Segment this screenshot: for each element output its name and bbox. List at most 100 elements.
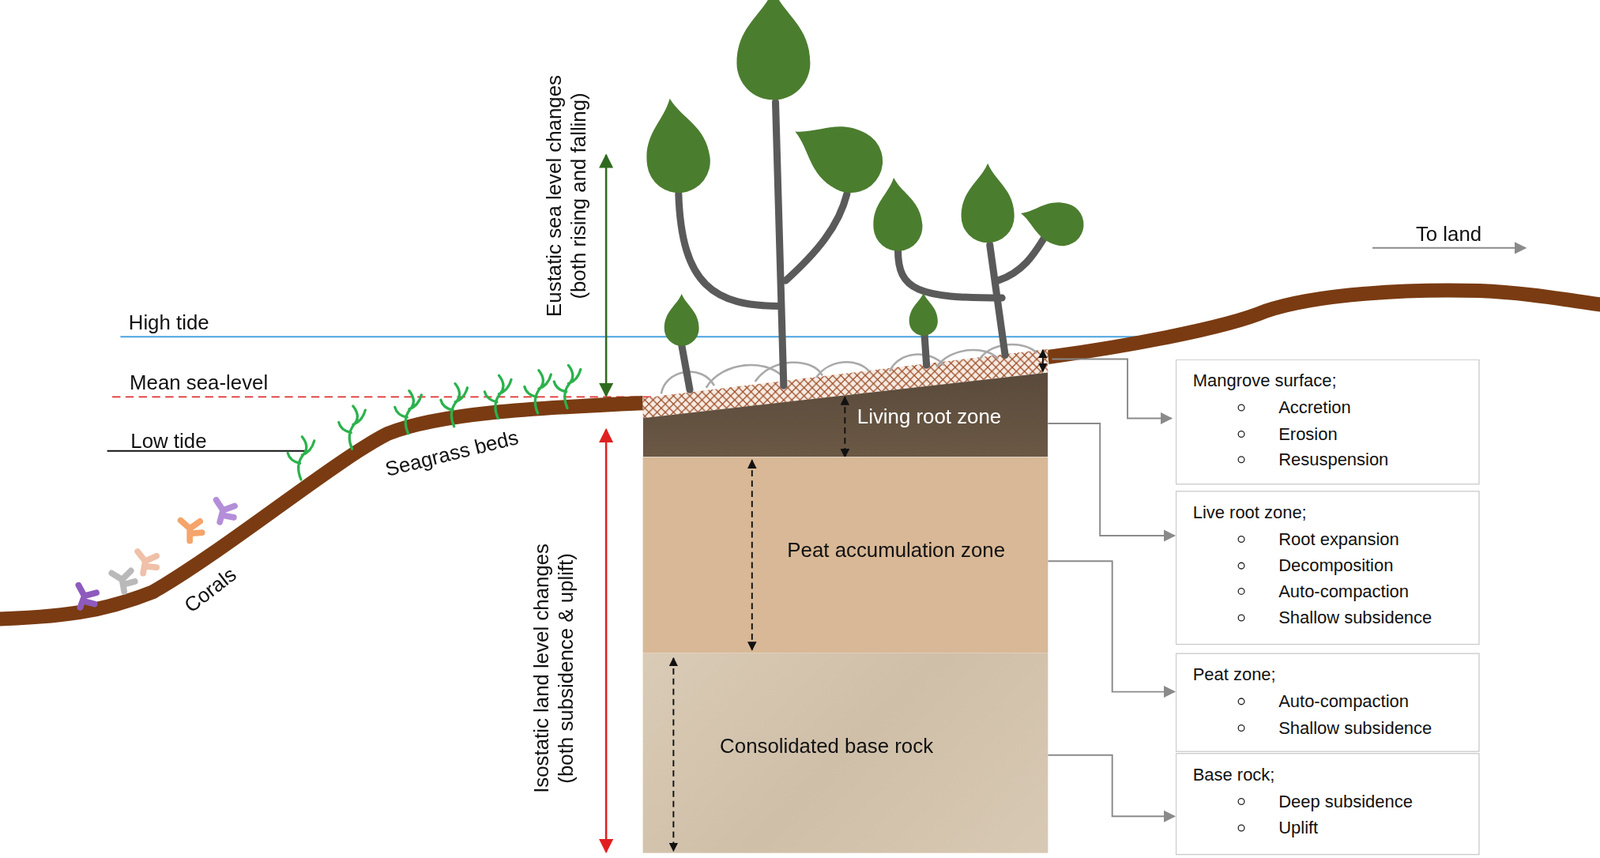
illustration-path bbox=[553, 365, 581, 408]
axis-label: Isostatic land level changes (both subsi… bbox=[528, 517, 578, 819]
leader-arrow bbox=[1047, 755, 1175, 817]
illustration-path bbox=[909, 293, 938, 336]
zone-label: Peat accumulation zone bbox=[786, 538, 1006, 562]
process-box: Peat zone;Auto-compactionShallow subside… bbox=[1175, 653, 1480, 753]
list-item: Uplift bbox=[1193, 814, 1469, 841]
box-heading: Live root zone; bbox=[1193, 500, 1469, 528]
illustration-path bbox=[961, 163, 1015, 244]
illustration-g bbox=[638, 0, 1089, 395]
item-text: Erosion bbox=[1278, 424, 1337, 445]
illustration-line bbox=[112, 395, 653, 398]
list-item: Accretion bbox=[1193, 395, 1469, 422]
tide-label: Low tide bbox=[130, 428, 207, 453]
illustration-path bbox=[755, 362, 823, 382]
process-box: Live root zone; Root expansionDecompositi… bbox=[1175, 490, 1480, 645]
zone-label: Living root zone bbox=[857, 404, 1002, 429]
item-text: Live root zone; bbox=[1193, 503, 1307, 524]
illustration-path bbox=[736, 0, 810, 101]
illustration-path bbox=[484, 375, 512, 418]
illustration-path bbox=[1015, 192, 1089, 251]
illustration-path bbox=[780, 103, 895, 204]
illustration-path bbox=[210, 500, 238, 526]
illustration-path bbox=[889, 354, 944, 373]
peat-band: Peat accumulation zone bbox=[643, 457, 1049, 654]
item-text: Shallow subsidence bbox=[1278, 608, 1432, 629]
illustration-path bbox=[997, 230, 1050, 281]
dimension-arrow-line bbox=[751, 459, 753, 650]
item-text: Shallow subsidence bbox=[1278, 718, 1432, 738]
box-heading: Peat zone; bbox=[1193, 662, 1469, 689]
illustration-path bbox=[111, 569, 136, 594]
process-box: Mangrove surface; AccretionErosionResuspe… bbox=[1175, 359, 1480, 486]
illustration-polyline bbox=[1051, 359, 1171, 419]
item-text: Resuspension bbox=[1278, 450, 1389, 471]
bullet-marker bbox=[1238, 697, 1246, 705]
list-item: Root expansion bbox=[1193, 526, 1469, 553]
illustration-path bbox=[897, 249, 1002, 298]
illustration-path bbox=[785, 193, 847, 281]
item-text: Auto-compaction bbox=[1278, 582, 1409, 603]
bullet-marker bbox=[1238, 561, 1246, 569]
illustration-path bbox=[638, 94, 715, 197]
illustration-line bbox=[1042, 350, 1044, 372]
bullet-marker bbox=[1238, 587, 1246, 595]
illustration-path bbox=[1047, 290, 1600, 358]
list-item: Erosion bbox=[1193, 421, 1469, 448]
item-text: Accretion bbox=[1278, 398, 1352, 418]
illustration-path bbox=[924, 335, 927, 366]
item-text: Auto-compaction bbox=[1278, 692, 1409, 712]
bullet-marker bbox=[1238, 824, 1246, 832]
list-item: Resuspension bbox=[1193, 447, 1469, 474]
illustration-path bbox=[71, 585, 99, 613]
illustration-path bbox=[338, 406, 366, 449]
bullet-marker bbox=[1238, 535, 1246, 543]
illustration-path bbox=[678, 193, 781, 306]
box-heading: Mangrove surface; bbox=[1193, 368, 1469, 396]
illustration-path bbox=[395, 391, 422, 434]
direction-label: To land bbox=[1415, 221, 1482, 246]
bullet-marker bbox=[1238, 798, 1246, 806]
illustration-path bbox=[937, 350, 998, 368]
bullet-marker bbox=[1238, 614, 1246, 622]
dimension-arrow-line bbox=[672, 658, 674, 851]
sea-level-label: Mean sea-level bbox=[129, 370, 268, 396]
illustration-line bbox=[605, 154, 608, 396]
list-item: Deep subsidence bbox=[1193, 788, 1469, 815]
list-item: Auto-compaction bbox=[1193, 688, 1469, 716]
dimension-arrow-line bbox=[843, 396, 846, 457]
bullet-marker bbox=[1238, 724, 1246, 732]
item-text: Mangrove surface; bbox=[1193, 371, 1337, 392]
illustration-path bbox=[180, 520, 203, 542]
list-item: Auto-compaction bbox=[1193, 579, 1469, 606]
item-text: Uplift bbox=[1278, 817, 1318, 838]
item-text: Deep subsidence bbox=[1278, 791, 1413, 812]
illustration-path bbox=[816, 361, 870, 378]
axis-label: Eustatic sea level changes (both rising … bbox=[542, 52, 592, 339]
item-text: Base rock; bbox=[1193, 765, 1276, 786]
base-rock-band: Consolidated base rock bbox=[643, 653, 1049, 854]
list-item: Shallow subsidence bbox=[1193, 715, 1469, 742]
process-box: Base rock;Deep subsidenceUplift bbox=[1175, 752, 1480, 855]
illustration-path bbox=[775, 101, 784, 386]
illustration-path bbox=[440, 384, 468, 427]
illustration-path bbox=[681, 345, 690, 391]
item-text: Peat zone; bbox=[1193, 665, 1277, 686]
illustration-path bbox=[706, 365, 787, 388]
zone-label: Consolidated base rock bbox=[719, 734, 934, 758]
tide-label: High tide bbox=[128, 310, 210, 336]
bullet-marker bbox=[1238, 430, 1246, 438]
bullet-marker bbox=[1238, 456, 1246, 464]
illustration-path bbox=[134, 551, 159, 576]
leader-arrow bbox=[1047, 423, 1175, 536]
illustration-line bbox=[120, 335, 1174, 338]
leader-arrow bbox=[1047, 560, 1175, 692]
illustration-line bbox=[1372, 247, 1526, 249]
box-heading: Base rock; bbox=[1193, 762, 1469, 790]
list-item: Decomposition bbox=[1193, 553, 1469, 580]
bullet-marker bbox=[1238, 403, 1246, 411]
illustration-path bbox=[524, 370, 552, 414]
list-item: Shallow subsidence bbox=[1193, 605, 1469, 632]
item-text: Root expansion bbox=[1278, 529, 1400, 550]
illustration-path bbox=[287, 436, 315, 480]
